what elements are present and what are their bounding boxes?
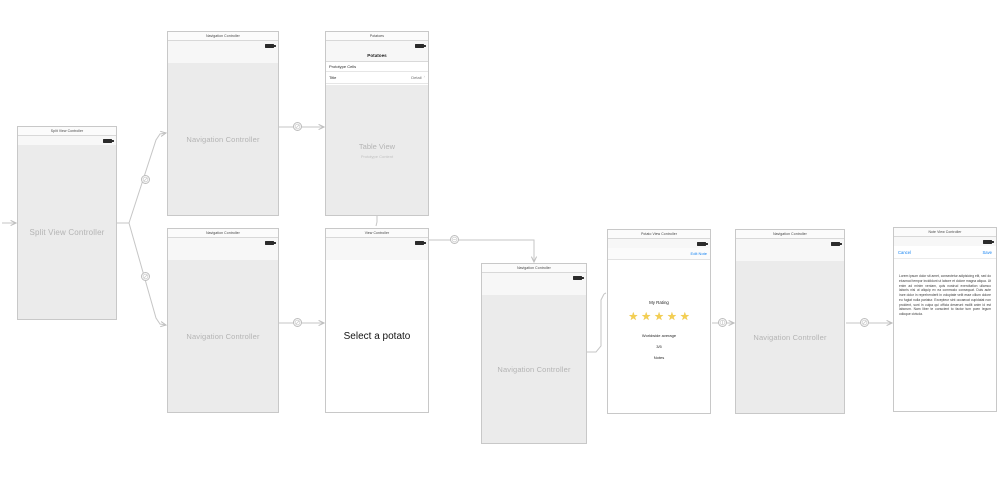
scene-title: Potato View Controller — [608, 230, 710, 239]
star-icon[interactable]: ★ — [666, 311, 677, 323]
show-segue-badge[interactable] — [450, 235, 459, 244]
battery-icon — [831, 242, 842, 246]
navigation-bar: Potatoes — [326, 50, 428, 62]
battery-icon — [415, 241, 426, 245]
star-icon[interactable]: ★ — [654, 311, 664, 323]
relationship-segue-badge[interactable] — [293, 122, 302, 131]
prototype-cells-header: Prototype Cells — [326, 62, 428, 72]
scene-title: Navigation Controller — [168, 32, 278, 41]
scene-title: View Controller — [326, 229, 428, 238]
navigation-bar: Edit Note — [608, 248, 710, 260]
status-bar — [18, 136, 116, 145]
relationship-segue-badge[interactable] — [141, 272, 150, 281]
star-icon[interactable]: ★ — [641, 311, 652, 323]
navigation-bar — [482, 282, 586, 296]
placeholder-label: Navigation Controller — [753, 332, 827, 342]
scene-title: Navigation Controller — [482, 264, 586, 273]
star-icon[interactable]: ★ — [628, 311, 639, 323]
status-bar — [326, 41, 428, 50]
scene-title: Potatoes — [326, 32, 428, 41]
scene-title: Navigation Controller — [168, 229, 278, 238]
present-modally-segue-badge[interactable] — [718, 318, 727, 327]
placeholder-label: Navigation Controller — [186, 331, 260, 341]
placeholder-body: Navigation Controller — [736, 261, 844, 413]
battery-icon — [697, 242, 708, 246]
scene-navigation-controller-middle[interactable]: Navigation Controller Navigation Control… — [481, 263, 587, 444]
relationship-segue-badge[interactable] — [293, 318, 302, 327]
notes-label: Notes — [653, 355, 665, 360]
placeholder-body: Navigation Controller — [168, 63, 278, 215]
status-bar — [736, 239, 844, 248]
battery-icon — [573, 276, 584, 280]
placeholder-body: Navigation Controller — [168, 260, 278, 412]
relationship-segue-badge[interactable] — [141, 175, 150, 184]
note-text-view[interactable]: Lorem ipsum dolor sit amet, consectetur … — [899, 274, 991, 317]
battery-icon — [103, 139, 114, 143]
placeholder-body: Split View Controller — [18, 145, 116, 319]
battery-icon — [415, 44, 426, 48]
scene-title: Navigation Controller — [736, 230, 844, 239]
status-bar — [482, 273, 586, 282]
scene-split-view-controller[interactable]: Split View Controller Split View Control… — [17, 126, 117, 320]
prototype-content-label: Prototype Content — [360, 153, 394, 159]
device-frame: Navigation Controller — [168, 238, 278, 412]
device-frame: Potatoes Prototype Cells Title Detail › … — [326, 41, 428, 215]
prototype-content-area: Table View Prototype Content — [326, 85, 428, 215]
navigation-bar: Cancel Save — [894, 246, 996, 259]
worldwide-average-value: 3/5 — [656, 344, 662, 349]
cell-detail: Detail — [411, 75, 422, 80]
table-row[interactable]: Title Detail › — [326, 72, 428, 84]
device-frame: Edit Note My Rating ★ ★ ★ ★ ★ Worldwide … — [608, 239, 710, 413]
status-bar — [168, 238, 278, 247]
navigation-bar — [736, 248, 844, 262]
rating-stars[interactable]: ★ ★ ★ ★ ★ — [628, 312, 689, 323]
device-frame: Select a potato — [326, 238, 428, 412]
status-bar — [894, 237, 996, 246]
placeholder-label: Navigation Controller — [186, 134, 260, 144]
device-frame: Navigation Controller — [168, 41, 278, 215]
edit-note-button[interactable]: Edit Note — [690, 251, 707, 256]
battery-icon — [265, 241, 276, 245]
device-frame: Navigation Controller — [736, 239, 844, 413]
navigation-bar-title: Potatoes — [367, 53, 387, 58]
device-frame: Navigation Controller — [482, 273, 586, 443]
scene-navigation-controller-detail[interactable]: Navigation Controller Navigation Control… — [167, 228, 279, 413]
relationship-segue-badge[interactable] — [860, 318, 869, 327]
scene-navigation-controller-master[interactable]: Navigation Controller Navigation Control… — [167, 31, 279, 216]
scene-title: Split View Controller — [18, 127, 116, 136]
placeholder-label: Split View Controller — [29, 227, 105, 237]
cell-title: Title — [329, 75, 337, 80]
scene-title: Note View Controller — [894, 228, 996, 237]
scene-note-view-controller[interactable]: Note View Controller Cancel Save Lorem i… — [893, 227, 997, 412]
content-area — [326, 260, 428, 412]
save-button[interactable]: Save — [982, 249, 992, 255]
navigation-bar — [326, 247, 428, 261]
select-a-potato-label: Select a potato — [343, 330, 411, 342]
device-frame: Cancel Save Lorem ipsum dolor sit amet, … — [894, 237, 996, 411]
table-view-label: Table View — [358, 141, 396, 151]
placeholder-label: Navigation Controller — [497, 364, 571, 374]
content-area: My Rating ★ ★ ★ ★ ★ Worldwide average 3/… — [608, 270, 710, 413]
status-bar — [168, 41, 278, 50]
scene-potato-view-controller[interactable]: Potato View Controller Edit Note My Rati… — [607, 229, 711, 414]
device-frame: Split View Controller — [18, 136, 116, 319]
scene-select-a-potato[interactable]: View Controller Select a potato — [325, 228, 429, 413]
battery-icon — [265, 44, 276, 48]
battery-icon — [983, 240, 994, 244]
my-rating-label: My Rating — [649, 300, 669, 305]
cancel-button[interactable]: Cancel — [898, 249, 912, 255]
navigation-bar — [168, 247, 278, 261]
status-bar — [608, 239, 710, 248]
worldwide-average-label: Worldwide average — [641, 333, 677, 338]
star-icon[interactable]: ★ — [679, 311, 690, 323]
chevron-right-icon: › — [423, 74, 426, 80]
status-bar — [326, 238, 428, 247]
placeholder-body: Navigation Controller — [482, 295, 586, 443]
navigation-bar — [168, 50, 278, 64]
scene-potatoes-table-view[interactable]: Potatoes Potatoes Prototype Cells Title … — [325, 31, 429, 216]
scene-navigation-controller-note[interactable]: Navigation Controller Navigation Control… — [735, 229, 845, 414]
